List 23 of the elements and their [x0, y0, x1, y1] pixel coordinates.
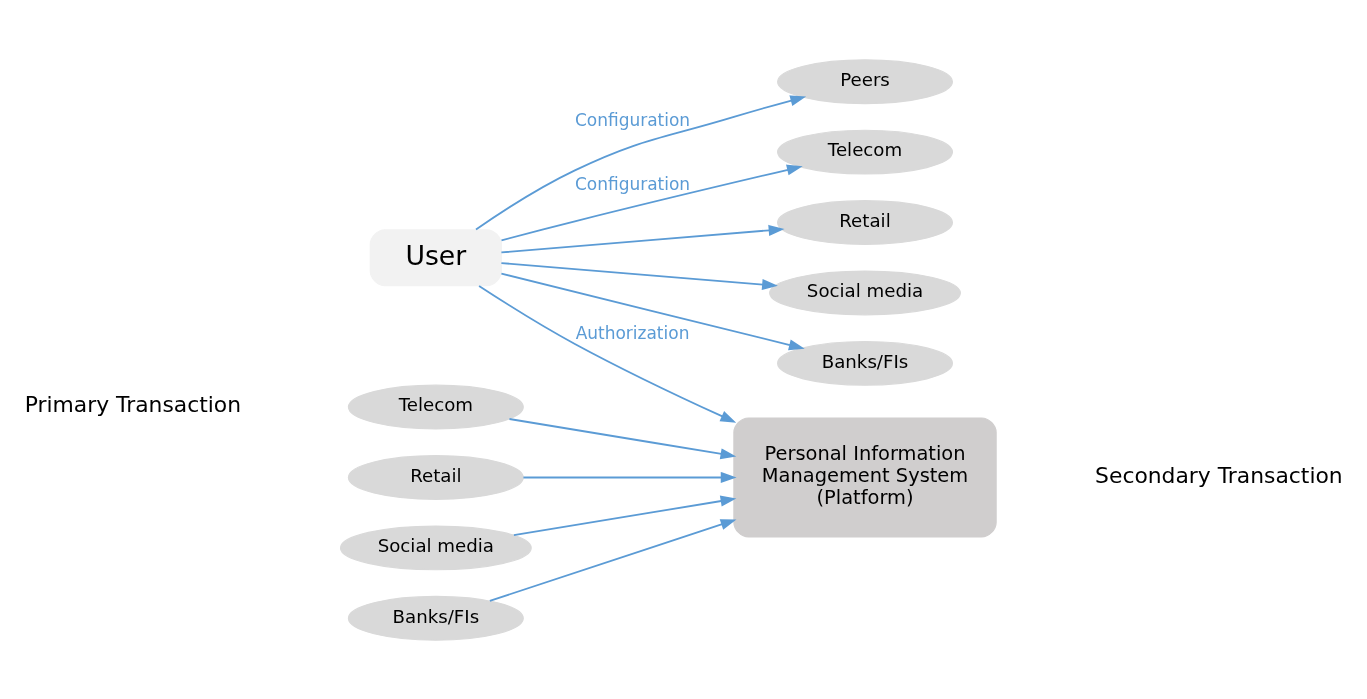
arrow — [500, 261, 778, 290]
arrow — [500, 224, 785, 253]
arrow — [522, 471, 737, 483]
node-box: User — [369, 228, 502, 286]
node-ellipse: Social media — [339, 524, 532, 570]
node-ellipse: Social media — [769, 270, 961, 315]
node-ellipse: Retail — [777, 199, 954, 245]
edge-label: Configuration — [574, 109, 691, 130]
label: Primary Transaction — [24, 391, 242, 417]
arrow — [512, 495, 737, 536]
arrow — [475, 94, 807, 230]
label: Secondary Transaction — [1095, 462, 1343, 488]
edge-label: Authorization — [575, 322, 690, 343]
arrow — [508, 417, 737, 459]
node-ellipse: Telecom — [347, 384, 524, 429]
arrow — [488, 518, 737, 602]
arrow — [500, 272, 805, 350]
arrow — [500, 164, 803, 241]
node-ellipse: Banks/FIs — [347, 595, 524, 641]
node-box: Personal Information Management System (Platform) — [733, 416, 997, 538]
node-ellipse: Retail — [347, 454, 524, 500]
arrow — [478, 284, 737, 423]
edge-label: Configuration — [574, 173, 691, 194]
